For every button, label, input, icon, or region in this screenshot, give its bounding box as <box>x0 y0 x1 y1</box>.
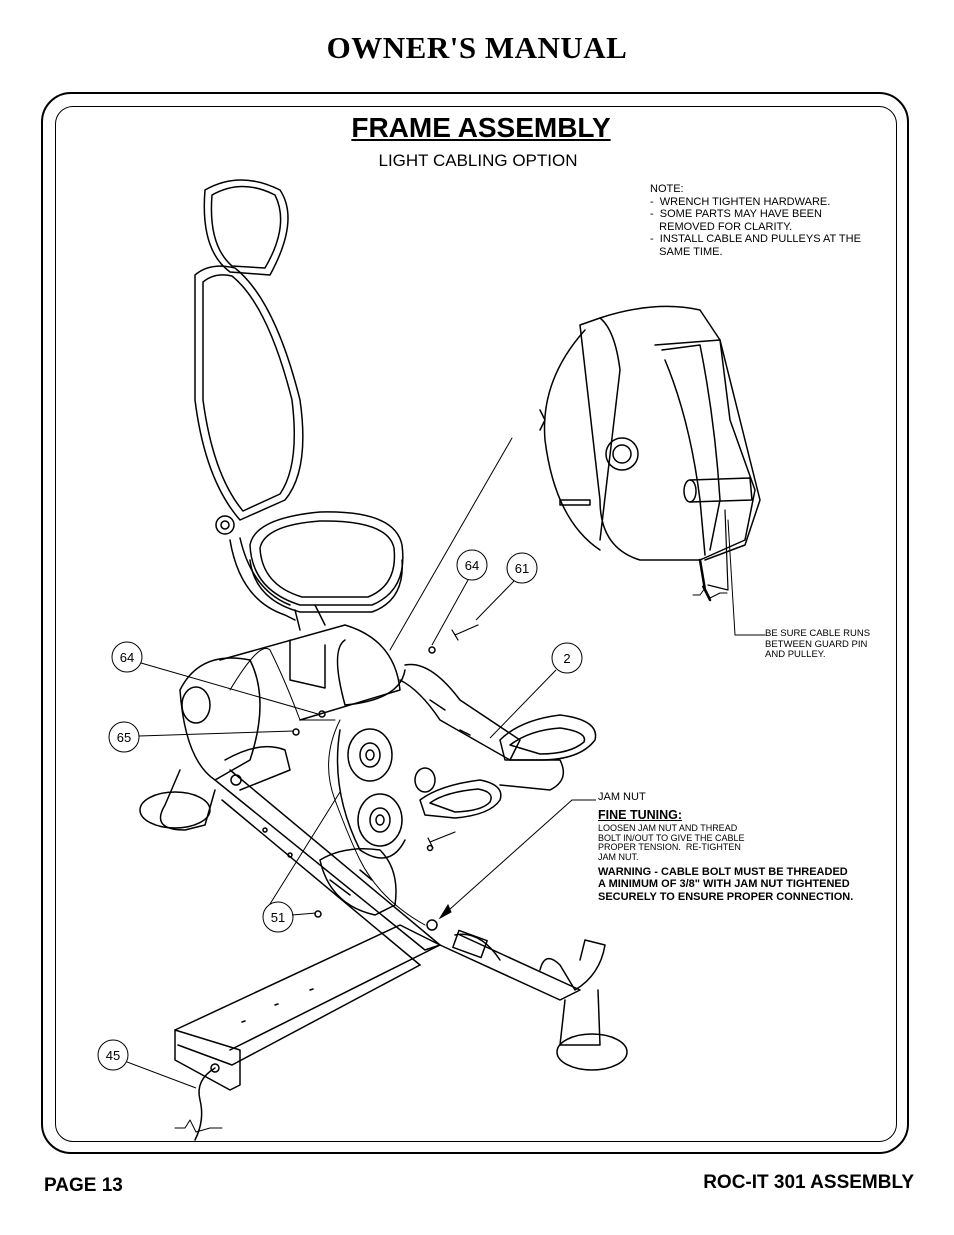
fine-tuning-text: LOOSEN JAM NUT AND THREAD BOLT IN/OUT TO… <box>598 823 745 862</box>
svg-text:45: 45 <box>106 1048 120 1063</box>
outer-frame <box>41 92 909 1154</box>
fine-tuning-line: BOLT IN/OUT TO GIVE THE CABLE <box>598 832 745 843</box>
detail-view <box>539 305 761 602</box>
guard-pin-callout: BE SURE CABLE RUNS BETWEEN GUARD PIN AND… <box>765 628 871 661</box>
note-line: REMOVED FOR CLARITY. <box>650 220 793 233</box>
svg-text:64: 64 <box>465 558 479 573</box>
warning-text: WARNING - CABLE BOLT MUST BE THREADED A … <box>598 866 853 903</box>
fine-tuning-title: FINE TUNING: <box>598 808 683 822</box>
balloon-61: 61 <box>475 552 538 621</box>
svg-text:2: 2 <box>563 651 570 666</box>
warning-line: SECURELY TO ENSURE PROPER CONNECTION. <box>598 890 854 903</box>
svg-text:51: 51 <box>271 910 285 925</box>
balloon-51: 51 <box>262 901 317 933</box>
document-name: ROC-IT 301 ASSEMBLY <box>703 1172 914 1193</box>
section-title: FRAME ASSEMBLY <box>351 112 611 143</box>
balloon-45: 45 <box>97 1039 197 1089</box>
callout-line: BE SURE CABLE RUNS <box>765 628 871 639</box>
callout-line: AND PULLEY. <box>765 649 826 660</box>
svg-text:61: 61 <box>515 561 529 576</box>
balloon-65: 65 <box>108 721 295 753</box>
balloon-64-top: 64 <box>431 549 488 646</box>
jam-nut-label: JAM NUT <box>598 791 646 803</box>
assembly-note: NOTE: - WRENCH TIGHTEN HARDWARE. - SOME … <box>650 183 861 258</box>
svg-text:65: 65 <box>117 730 131 745</box>
inner-frame <box>55 106 897 1142</box>
note-line: - SOME PARTS MAY HAVE BEEN <box>650 208 822 220</box>
fine-tuning-line: LOOSEN JAM NUT AND THREAD <box>598 823 738 833</box>
pulleys <box>336 728 406 859</box>
callout-line: BETWEEN GUARD PIN <box>765 638 868 650</box>
warning-line: WARNING - CABLE BOLT MUST BE THREADED <box>598 866 848 878</box>
seat <box>249 511 404 613</box>
section-subtitle: LIGHT CABLING OPTION <box>378 151 578 170</box>
fine-tuning-line: PROPER TENSION. RE-TIGHTEN <box>598 842 741 853</box>
balloon-2: 2 <box>489 642 583 739</box>
manual-title: OWNER'S MANUAL <box>326 30 628 65</box>
note-line: NOTE: <box>650 183 684 195</box>
backrest <box>194 179 304 535</box>
page-number: PAGE 13 <box>44 1175 123 1196</box>
note-line: - WRENCH TIGHTEN HARDWARE. <box>650 195 831 208</box>
svg-text:64: 64 <box>120 650 134 665</box>
note-line: - INSTALL CABLE AND PULLEYS AT THE <box>650 233 861 245</box>
part-balloons: 64 61 64 2 65 51 45 <box>97 549 583 1089</box>
fine-tuning-line: JAM NUT. <box>598 851 639 862</box>
note-line: SAME TIME. <box>650 245 723 258</box>
balloon-64-left: 64 <box>111 641 319 715</box>
warning-line: A MINIMUM OF 3/8" WITH JAM NUT TIGHTENED <box>598 878 850 891</box>
